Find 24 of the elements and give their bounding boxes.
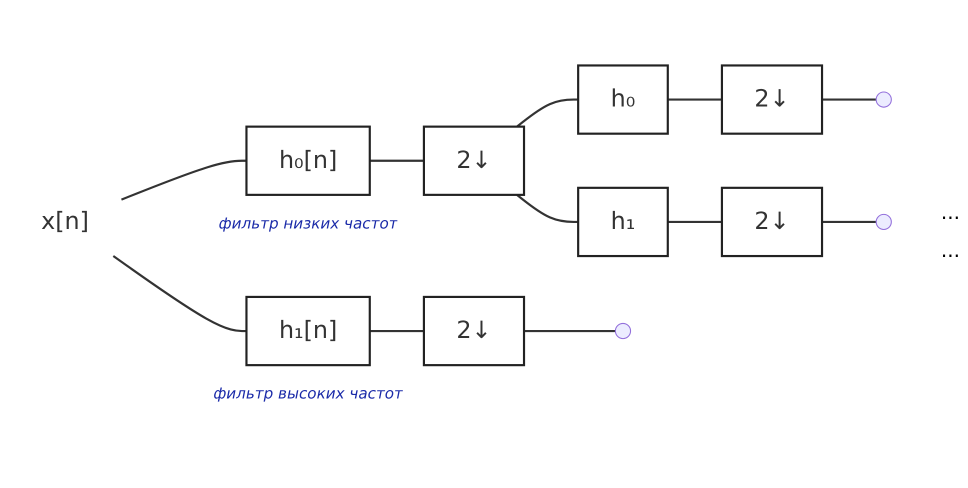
node-box: h₀ — [577, 64, 669, 135]
node-box: 2↓ — [720, 64, 824, 135]
continuation-dots: ... — [940, 200, 960, 224]
node-box: 2↓ — [422, 296, 526, 366]
node-label: фильтр высоких частот — [213, 386, 403, 404]
connector — [112, 255, 246, 332]
connector — [370, 160, 424, 162]
node-box: h₁ — [577, 186, 669, 258]
node-text: x[n] — [41, 208, 89, 236]
connector — [822, 220, 876, 224]
connector — [524, 330, 616, 332]
node-box: h₀[n] — [245, 126, 371, 196]
connector — [822, 98, 876, 101]
connector — [668, 98, 722, 101]
connector — [370, 330, 424, 332]
node-box: h₁[n] — [245, 296, 371, 366]
node-box: 2↓ — [720, 186, 824, 258]
connector — [668, 220, 722, 224]
connector — [121, 160, 246, 201]
connector — [516, 98, 578, 128]
node-box: 2↓ — [422, 126, 526, 196]
connector — [516, 194, 578, 224]
continuation-dots: ... — [940, 238, 960, 262]
node-label: фильтр низких частот — [218, 215, 398, 233]
